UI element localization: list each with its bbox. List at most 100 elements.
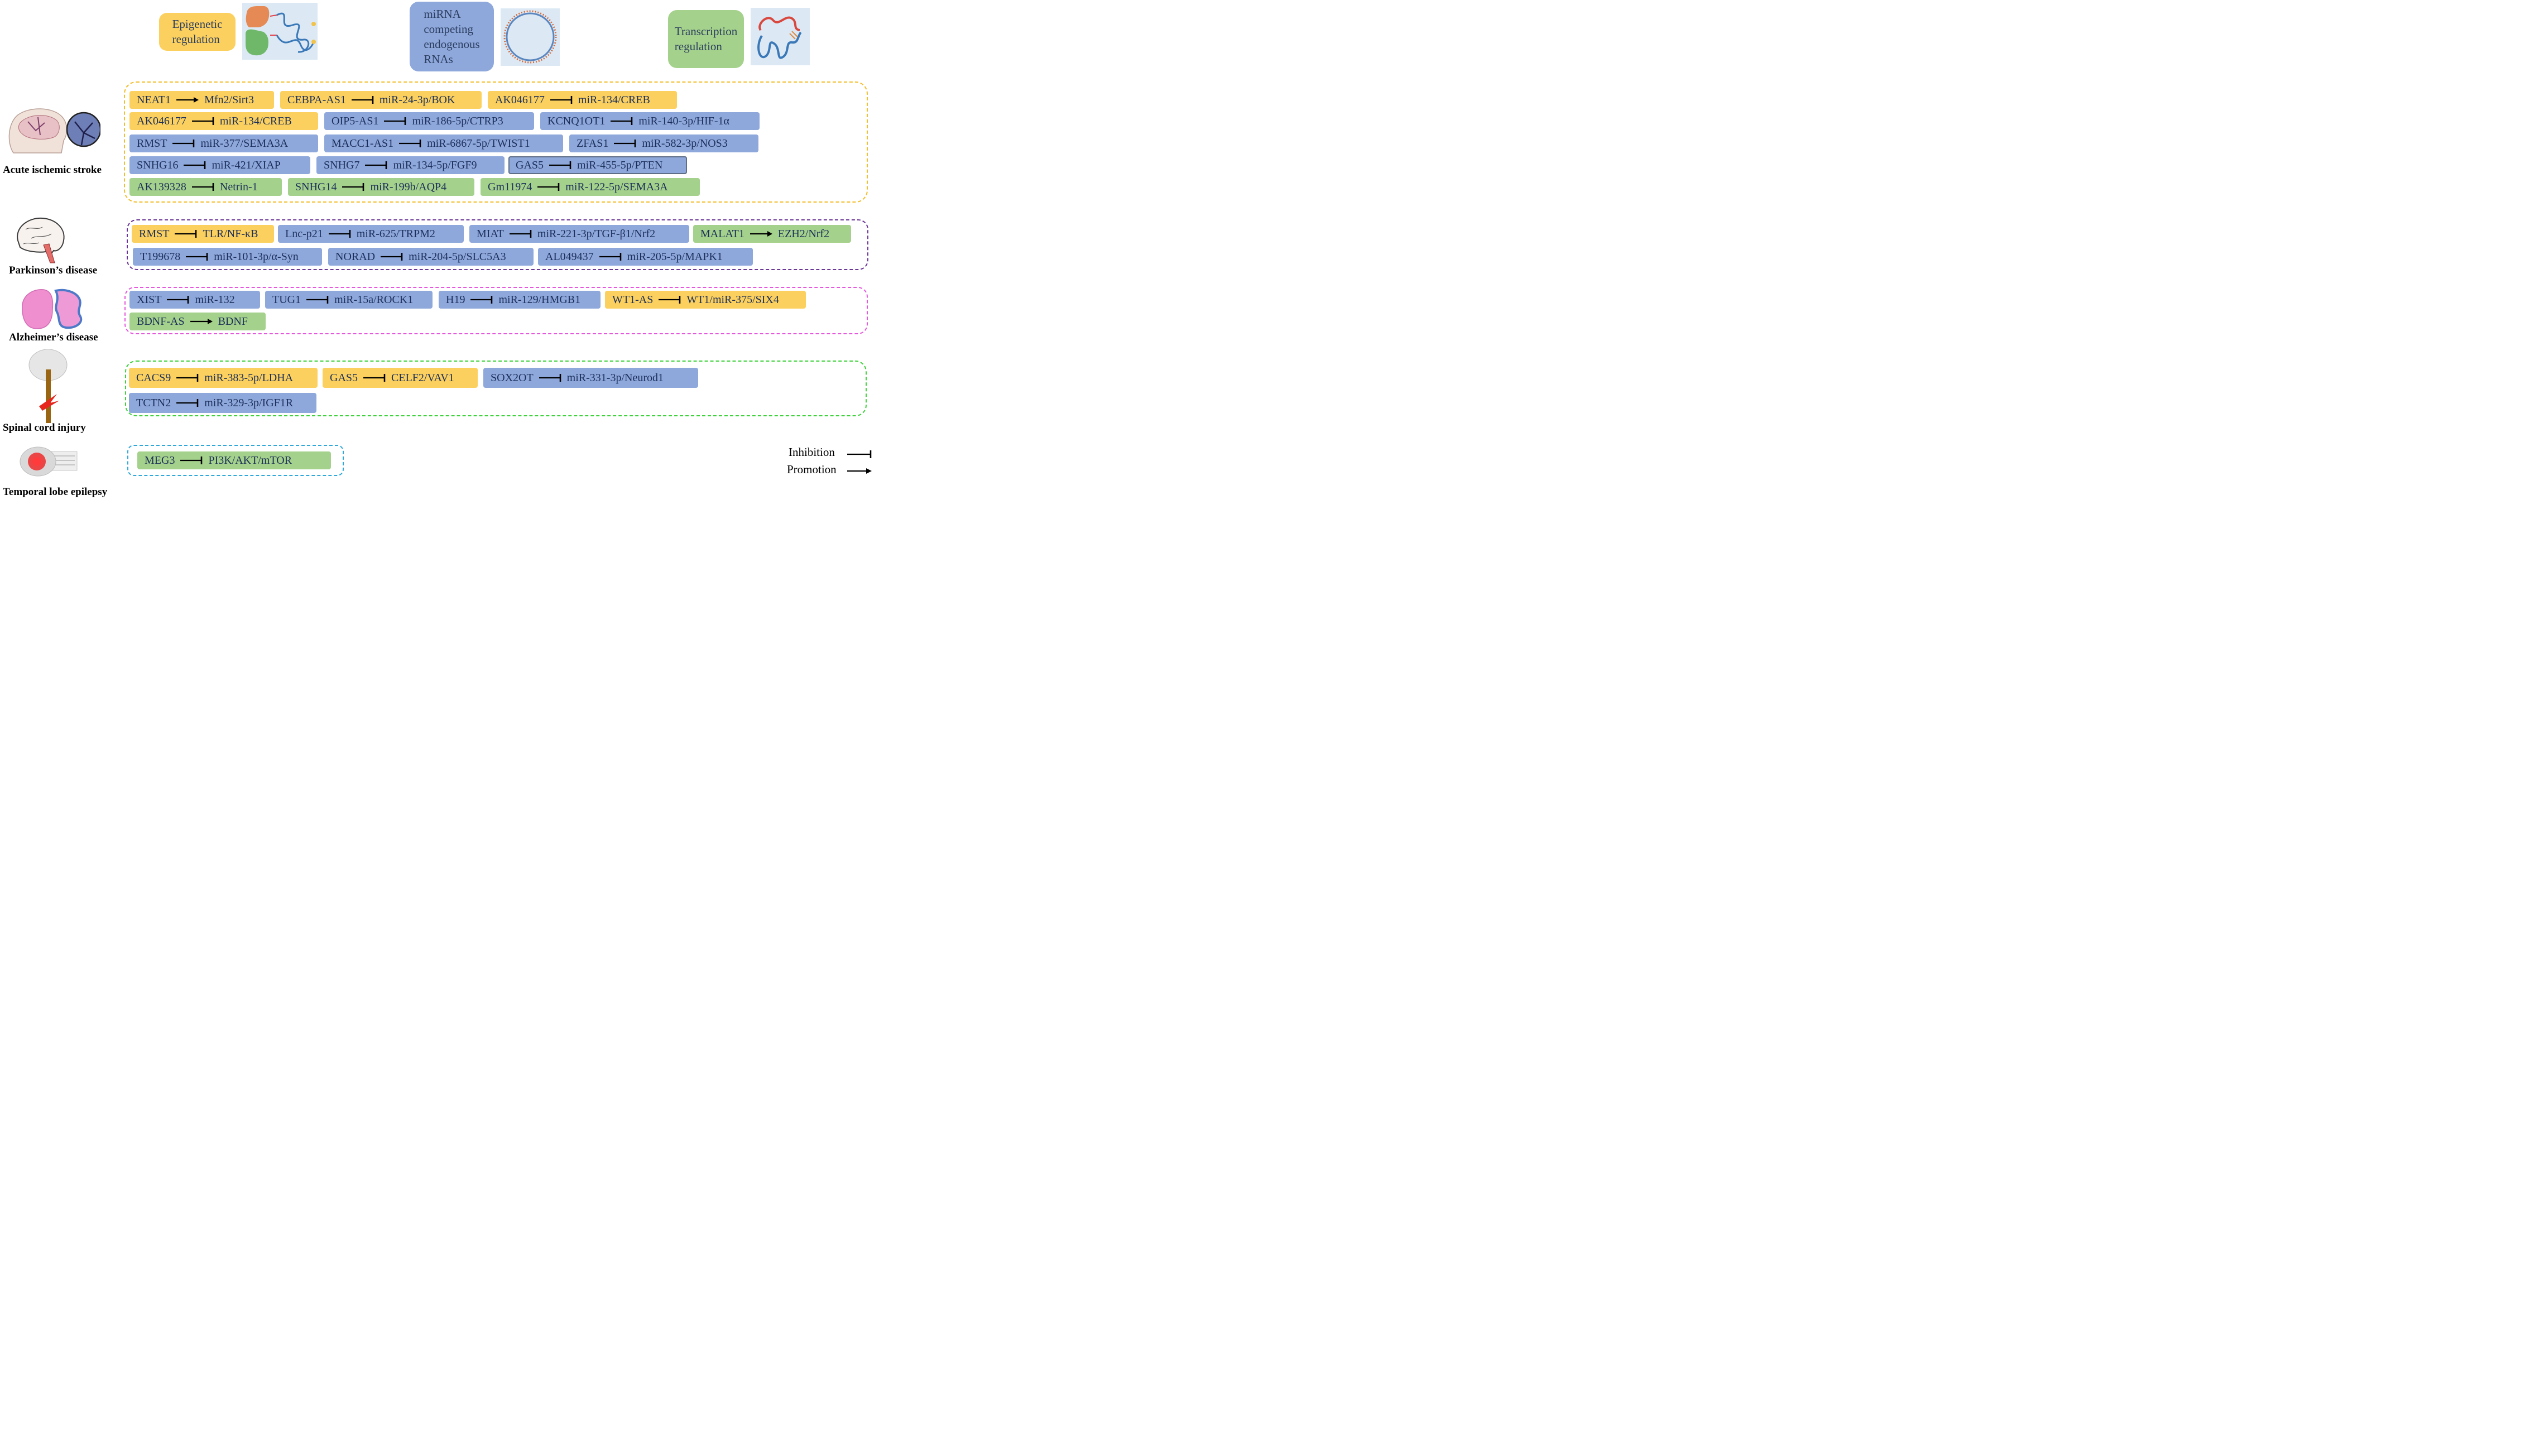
target-name: Mfn2/Sirt3 (204, 93, 254, 106)
target-name: miR-377/SEMA3A (200, 137, 289, 150)
target-name: miR-331-3p/Neurod1 (566, 371, 664, 384)
category-mirna-label: miRNA competing endogenous RNAs (424, 7, 480, 66)
lncrna-name: AK046177 (495, 93, 545, 106)
legend-inhibition-icon (847, 450, 872, 458)
promotion-arrow-icon (190, 319, 213, 324)
pathway-box: Lnc-p21 miR-625/TRPM2 (278, 225, 464, 243)
lncrna-name: KCNQ1OT1 (547, 114, 606, 127)
lncrna-name: GAS5 (516, 158, 544, 171)
promotion-arrow-icon (750, 231, 772, 237)
lncrna-name: AK139328 (137, 180, 186, 193)
disease-label-stroke: Acute ischemic stroke (3, 164, 102, 176)
inhibition-arrow-icon (191, 183, 214, 191)
lncrna-name: TUG1 (272, 293, 301, 306)
target-name: miR-186-5p/CTRP3 (412, 114, 503, 127)
pathway-box: BDNF-AS BDNF (129, 313, 266, 330)
lncrna-name: TCTN2 (136, 396, 171, 409)
target-name: miR-329-3p/IGF1R (204, 396, 294, 409)
lncrna-name: SNHG14 (295, 180, 337, 193)
transcription-illustration (751, 8, 810, 65)
epilepsy-brain-image (19, 444, 78, 480)
target-name: WT1/miR-375/SIX4 (686, 293, 779, 306)
category-transcription: Transcription regulation (668, 10, 744, 68)
lncrna-name: H19 (446, 293, 465, 306)
legend-inhibition: Inhibition (789, 445, 835, 459)
target-name: CELF2/VAV1 (391, 371, 454, 384)
lncrna-name: T199678 (140, 250, 181, 263)
stroke-head-icon (8, 108, 102, 153)
target-name: miR-421/XIAP (212, 158, 281, 171)
target-name: miR-15a/ROCK1 (334, 293, 414, 306)
rna-strand-icon (757, 16, 802, 59)
pathway-box: WT1-AS WT1/miR-375/SIX4 (605, 291, 806, 309)
inhibition-arrow-icon (342, 183, 364, 191)
inhibition-arrow-icon (186, 253, 208, 261)
inhibition-arrow-icon (167, 296, 189, 304)
group-stroke (124, 81, 868, 203)
epigenetic-illustration (242, 3, 318, 60)
pathway-box: OIP5-AS1 miR-186-5p/CTRP3 (324, 112, 534, 130)
target-name: EZH2/Nrf2 (777, 227, 830, 240)
lncrna-name: NORAD (335, 250, 376, 263)
group-epilepsy (127, 445, 344, 476)
parkinson-brain-image (15, 216, 66, 264)
target-name: miR-204-5p/SLC5A3 (409, 250, 506, 263)
target-name: miR-132 (195, 293, 235, 306)
pathway-box: SOX2OT miR-331-3p/Neurod1 (483, 368, 698, 388)
target-name: miR-140-3p/HIF-1α (638, 114, 730, 127)
lncrna-name: MEG3 (145, 454, 175, 467)
brain-sagittal-icon (17, 217, 65, 263)
spine-icon (28, 349, 68, 423)
pathway-box: MACC1-AS1 miR-6867-5p/TWIST1 (324, 134, 563, 152)
target-name: miR-134-5p/FGF9 (393, 158, 477, 171)
lncrna-name: NEAT1 (137, 93, 171, 106)
inhibition-arrow-icon (549, 161, 571, 169)
inhibition-arrow-icon (599, 253, 621, 261)
inhibition-arrow-icon (363, 374, 386, 382)
inhibition-arrow-icon (384, 117, 406, 125)
inhibition-arrow-icon (614, 140, 636, 147)
target-name: miR-129/HMGB1 (498, 293, 581, 306)
lncrna-name: WT1-AS (612, 293, 654, 306)
lncrna-name: AL049437 (545, 250, 594, 263)
target-name: Netrin-1 (219, 180, 258, 193)
inhibition-arrow-icon (176, 374, 199, 382)
legend-promotion: Promotion (787, 463, 837, 477)
disease-label-alzheimer: Alzheimer’s disease (9, 331, 98, 343)
pathway-box: TCTN2 miR-329-3p/IGF1R (129, 393, 316, 413)
target-name: miR-122-5p/SEMA3A (565, 180, 668, 193)
pathway-box: KCNQ1OT1 miR-140-3p/HIF-1α (540, 112, 760, 130)
lncrna-name: SOX2OT (491, 371, 534, 384)
pathway-box: CACS9 miR-383-5p/LDHA (129, 368, 318, 388)
inhibition-arrow-icon (328, 230, 351, 238)
group-spinal (125, 361, 867, 416)
inhibition-arrow-icon (351, 96, 374, 104)
pathway-box: GAS5 CELF2/VAV1 (323, 368, 478, 388)
pathway-box: AK046177 miR-134/CREB (488, 91, 677, 109)
target-name: TLR/NF-κB (203, 227, 258, 240)
target-name: miR-134/CREB (578, 93, 650, 106)
pathway-box: ZFAS1 miR-582-3p/NOS3 (569, 134, 758, 152)
pathway-box: MIAT miR-221-3p/TGF-β1/Nrf2 (469, 225, 689, 243)
pathway-box: SNHG7 miR-134-5p/FGF9 (316, 156, 505, 174)
inhibition-arrow-icon (470, 296, 493, 304)
lncrna-name: Lnc-p21 (285, 227, 323, 240)
inhibition-arrow-icon (306, 296, 329, 304)
pathway-box: AK139328 Netrin-1 (129, 178, 282, 196)
disease-label-spinal: Spinal cord injury (3, 422, 86, 434)
pathway-box: MALAT1 EZH2/Nrf2 (693, 225, 851, 243)
category-mirna: miRNA competing endogenous RNAs (410, 2, 494, 71)
pathway-box: XIST miR-132 (129, 291, 260, 309)
lncrna-name: CEBPA-AS1 (287, 93, 346, 106)
pathway-box: NORAD miR-204-5p/SLC5A3 (328, 248, 534, 266)
pathway-box: T199678 miR-101-3p/α-Syn (133, 248, 322, 266)
target-name: BDNF (218, 315, 248, 328)
lncrna-name: RMST (137, 137, 167, 150)
lncrna-name: MACC1-AS1 (332, 137, 394, 150)
lncrna-name: SNHG16 (137, 158, 179, 171)
lncrna-name: OIP5-AS1 (332, 114, 379, 127)
category-epigenetic: Epigenetic regulation (159, 13, 236, 51)
target-name: miR-625/TRPM2 (356, 227, 435, 240)
target-name: miR-455-5p/PTEN (577, 158, 663, 171)
stroke-brain-image (6, 106, 102, 157)
